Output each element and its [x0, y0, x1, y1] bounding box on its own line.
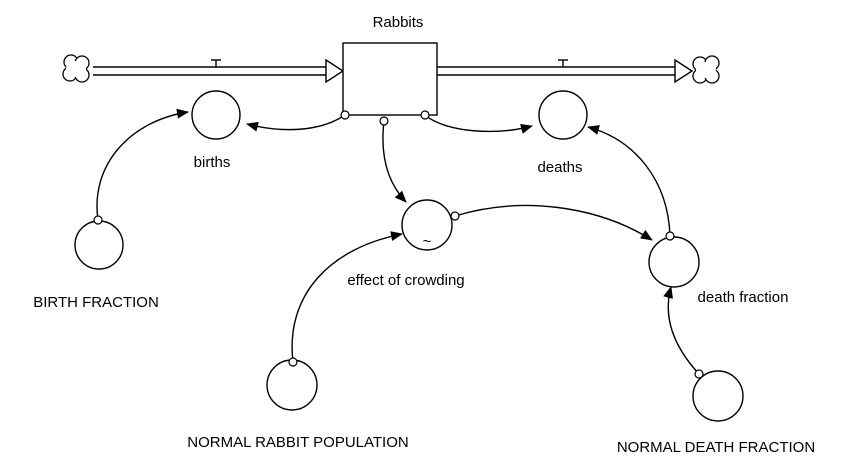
link-birth-fraction-to-births[interactable]	[93, 108, 189, 225]
deaths-valve[interactable]	[558, 59, 568, 67]
outflow-pipe[interactable]	[437, 58, 694, 84]
normal-rabbit-population-aux[interactable]	[266, 359, 318, 411]
death-fraction-aux[interactable]	[648, 236, 700, 288]
rabbits-stock[interactable]	[342, 42, 438, 116]
sink-cloud-icon	[692, 55, 720, 84]
rabbits-stock-label: Rabbits	[373, 14, 424, 31]
deaths-rate[interactable]	[538, 90, 588, 140]
normal-death-fraction-aux[interactable]	[692, 370, 744, 422]
deaths-label: deaths	[537, 159, 582, 176]
births-label: births	[194, 154, 231, 171]
inflow-pipe[interactable]	[93, 58, 345, 84]
death-fraction-label: death fraction	[698, 289, 789, 306]
link-rabbits-to-births[interactable]	[246, 110, 350, 132]
births-rate[interactable]	[191, 90, 241, 140]
effect-of-crowding-tilde: ~	[423, 233, 432, 250]
effect-of-crowding-label: effect of crowding	[347, 272, 464, 289]
births-valve[interactable]	[211, 59, 221, 67]
link-death-fraction-to-deaths[interactable]	[587, 125, 675, 241]
link-effect-of-crowding-to-death-fraction[interactable]	[450, 204, 653, 241]
link-normal-rabbit-population-to-effect-of-crowding[interactable]	[288, 231, 403, 367]
effect-of-crowding-aux[interactable]	[401, 199, 453, 251]
normal-rabbit-population-label: NORMAL RABBIT POPULATION	[187, 434, 408, 451]
link-rabbits-to-deaths[interactable]	[420, 110, 533, 134]
link-rabbits-to-effect-of-crowding[interactable]	[379, 116, 407, 203]
source-cloud-icon	[62, 54, 90, 83]
normal-death-fraction-label: NORMAL DEATH FRACTION	[617, 439, 815, 456]
birth-fraction-label: BIRTH FRACTION	[33, 294, 159, 311]
birth-fraction-aux[interactable]	[74, 220, 124, 270]
link-normal-death-fraction-to-death-fraction[interactable]	[663, 286, 704, 379]
